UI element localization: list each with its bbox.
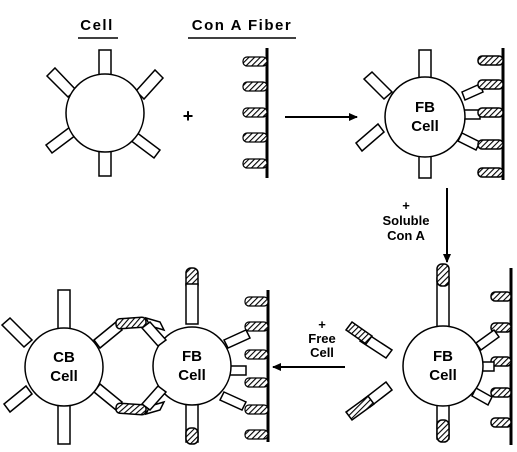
fb-bottom-right-label-2: Cell [429, 367, 457, 384]
cb-label-2: Cell [50, 368, 78, 385]
fb-bottom-left-label-2: Cell [178, 367, 206, 384]
free-plus: + [318, 317, 326, 332]
fb-top-label-2: Cell [411, 118, 439, 135]
soluble-label-2: Con A [387, 228, 425, 243]
bare-cell [44, 49, 165, 177]
header-cell: Cell [78, 17, 118, 39]
soluble-label-1: Soluble [383, 213, 430, 228]
con-a-fiber-bottom [244, 290, 270, 442]
header-cell-text: Cell [80, 17, 114, 34]
fb-cell-top [354, 48, 505, 180]
fb-bottom-right-label-1: FB [433, 348, 453, 365]
fb-top-label-1: FB [415, 99, 435, 116]
cb-label-1: CB [53, 349, 75, 366]
con-a-fiber-top [242, 48, 269, 178]
plus-sign: + [183, 106, 194, 126]
cb-cell [0, 289, 104, 445]
header-fiber-text: Con A Fiber [192, 17, 292, 34]
free-label-2: Cell [310, 345, 334, 360]
free-label-1: Free [308, 331, 335, 346]
fb-cell-bottom-right [344, 263, 513, 445]
con-a-bridges [92, 316, 168, 416]
fb-cell-bottom-left [152, 267, 252, 445]
fb-bottom-left-label-1: FB [182, 348, 202, 365]
header-fiber: Con A Fiber [188, 17, 296, 39]
soluble-plus: + [402, 198, 410, 213]
